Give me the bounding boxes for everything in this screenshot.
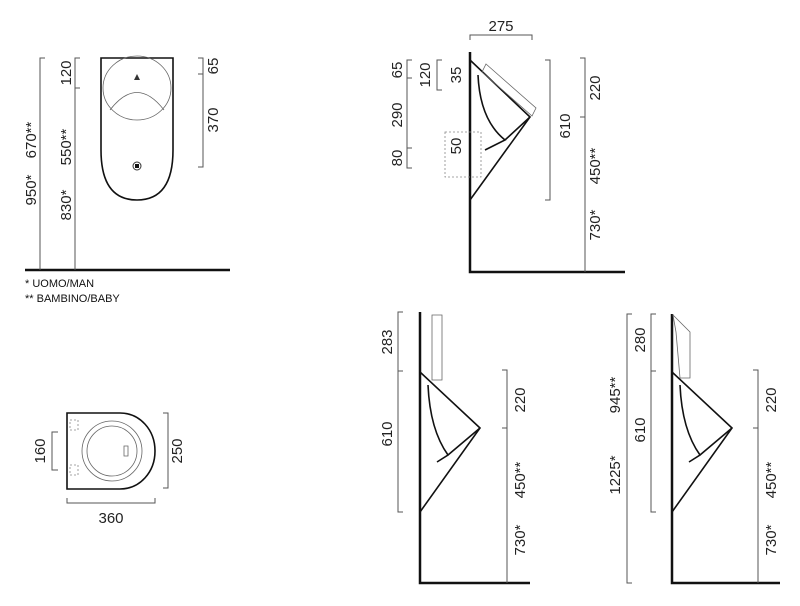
dim-360: 360 xyxy=(98,510,123,527)
dim-610-side: 610 xyxy=(557,113,574,138)
dim-450-3: 450** xyxy=(763,461,780,498)
legend-baby: ** BAMBINO/BABY xyxy=(25,293,120,305)
dim-120: 120 xyxy=(58,60,75,85)
dim-line-950 xyxy=(39,57,45,270)
dim-220-3: 220 xyxy=(763,387,780,412)
top-view: 160 250 360 xyxy=(32,412,186,527)
dim-line-160 xyxy=(51,431,58,471)
dim-290: 290 xyxy=(389,102,406,127)
dim-275: 275 xyxy=(488,18,513,35)
front-view: 950* 670** 830* 550** 120 65 370 xyxy=(23,55,230,272)
dim-line-120 xyxy=(436,59,442,91)
dim-65: 65 xyxy=(205,58,222,75)
dim-610-3: 610 xyxy=(632,417,649,442)
dim-line-275 xyxy=(469,34,533,40)
dim-730-side: 730* xyxy=(587,209,604,240)
dim-line-360 xyxy=(66,498,156,504)
wall-floor-3 xyxy=(670,314,780,585)
drain-center xyxy=(135,164,139,168)
side-view-3: 945** 1225* 280 610 220 450** 730* xyxy=(607,313,780,585)
dim-610-2: 610 xyxy=(379,421,396,446)
side-view-2: 283 610 220 450** 730* xyxy=(379,311,530,585)
bowl-top-outer xyxy=(81,420,143,482)
dim-950: 950* xyxy=(23,174,40,205)
dim-220-2: 220 xyxy=(512,387,529,412)
dim-830: 830* xyxy=(58,189,75,220)
wall-floor xyxy=(468,52,625,274)
dim-550: 550** xyxy=(58,128,75,165)
dim-65-side: 65 xyxy=(389,62,406,79)
dim-220-side: 220 xyxy=(587,75,604,100)
legend-man: * UOMO/MAN xyxy=(25,278,94,290)
dim-line-outer-3 xyxy=(626,313,632,584)
dim-80: 80 xyxy=(389,150,406,167)
dim-280: 280 xyxy=(632,327,649,352)
dim-line-250 xyxy=(163,412,169,489)
dim-line-right-3 xyxy=(753,369,759,583)
dim-945: 945** xyxy=(607,376,624,413)
dim-35: 35 xyxy=(448,67,465,84)
urinal-top-body xyxy=(66,412,156,490)
dim-line-inner-3 xyxy=(650,313,656,513)
dim-250: 250 xyxy=(169,438,186,463)
urinal-bowl-2 xyxy=(427,384,481,463)
drain-top xyxy=(123,445,129,457)
dim-line-730 xyxy=(580,57,586,272)
waste-pipe xyxy=(444,131,482,178)
wall-floor-2 xyxy=(418,312,530,585)
dim-line-right xyxy=(198,57,204,168)
fixing-bottom xyxy=(69,464,79,476)
dim-730-3: 730* xyxy=(763,524,780,555)
dim-1225: 1225* xyxy=(607,455,624,494)
bowl-outline xyxy=(102,55,172,121)
dim-450-2: 450** xyxy=(512,461,529,498)
fixing-top xyxy=(69,419,79,431)
dim-283: 283 xyxy=(379,329,396,354)
bowl-inner xyxy=(109,92,165,111)
dim-160: 160 xyxy=(32,438,49,463)
dim-line-left xyxy=(406,59,412,169)
urinal-front-body xyxy=(100,57,174,201)
dim-670: 670** xyxy=(23,121,40,158)
dim-line-left-2 xyxy=(397,311,403,513)
inlet-icon xyxy=(134,74,140,80)
dim-50: 50 xyxy=(448,138,465,155)
dim-450-side: 450** xyxy=(587,147,604,184)
dim-line-right-2 xyxy=(502,369,508,583)
urinal-side-bowl xyxy=(477,74,531,151)
flush-pipe-2 xyxy=(431,314,443,381)
dim-line-830 xyxy=(74,57,80,270)
urinal-bowl-3 xyxy=(679,384,733,463)
dim-120-side: 120 xyxy=(417,62,434,87)
sensor-unit xyxy=(481,63,537,117)
side-view-main: 275 65 290 80 120 35 50 610 220 450** 73… xyxy=(389,18,625,274)
bowl-top-inner xyxy=(86,425,138,477)
dim-line-610 xyxy=(545,59,551,201)
flush-pipe-3 xyxy=(672,313,691,379)
dim-370: 370 xyxy=(205,107,222,132)
dim-730-2: 730* xyxy=(512,524,529,555)
